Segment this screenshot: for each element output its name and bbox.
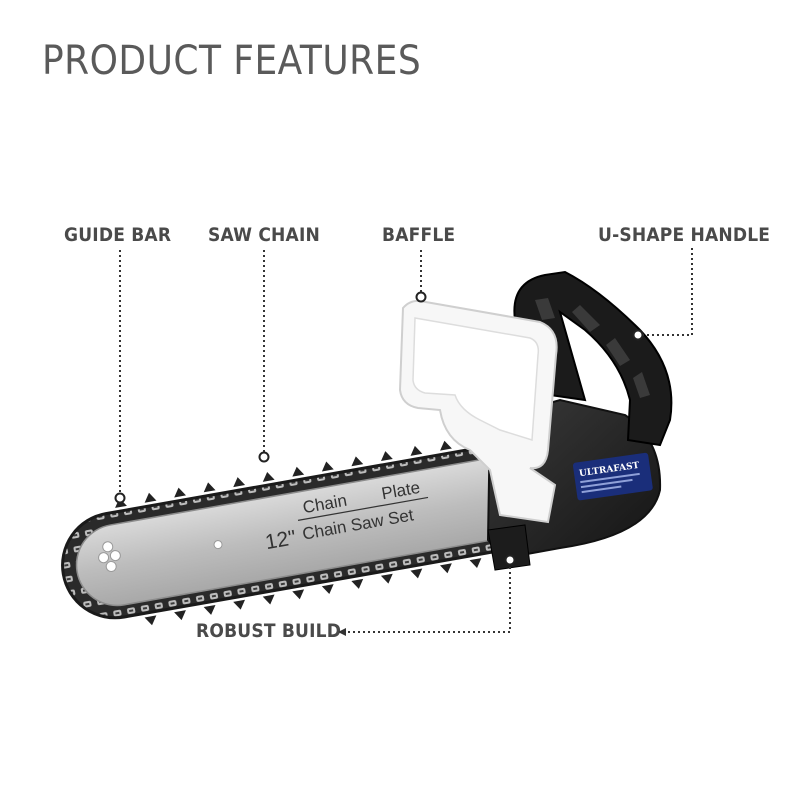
page-title: PRODUCT FEATURES: [42, 38, 422, 84]
baffle-dot: [415, 291, 427, 303]
nose-sprocket: [98, 541, 121, 572]
robust-build-leader: [348, 562, 511, 633]
callout-dots: [114, 291, 644, 566]
bar-rivet: [213, 540, 223, 550]
brand-label: ULTRAFAST: [572, 452, 653, 501]
guide-bar-dot: [114, 492, 126, 504]
guide-bar-label: GUIDE BAR: [64, 224, 172, 246]
u-shape-handle-label: U-SHAPE HANDLE: [598, 224, 771, 246]
saw-chain-label: SAW CHAIN: [208, 224, 320, 246]
saw-chain-dot: [258, 451, 270, 463]
u-shape-handle-dot: [632, 329, 644, 341]
guide-bar: [75, 449, 552, 607]
callout-lines: [119, 248, 693, 633]
guide-bar-assembly: Chain Plate 12" Chain Saw Set: [61, 430, 552, 626]
baffle-label: BAFFLE: [382, 224, 456, 246]
u-shape-handle-leader: [640, 248, 693, 336]
robust-build-dot: [504, 554, 516, 566]
robust-build-label: ROBUST BUILD: [196, 620, 342, 642]
baffle: [398, 299, 558, 524]
bar-size: 12": [263, 526, 297, 554]
u-shape-handle: [513, 270, 673, 447]
robust-build-arrowhead: [338, 628, 346, 636]
